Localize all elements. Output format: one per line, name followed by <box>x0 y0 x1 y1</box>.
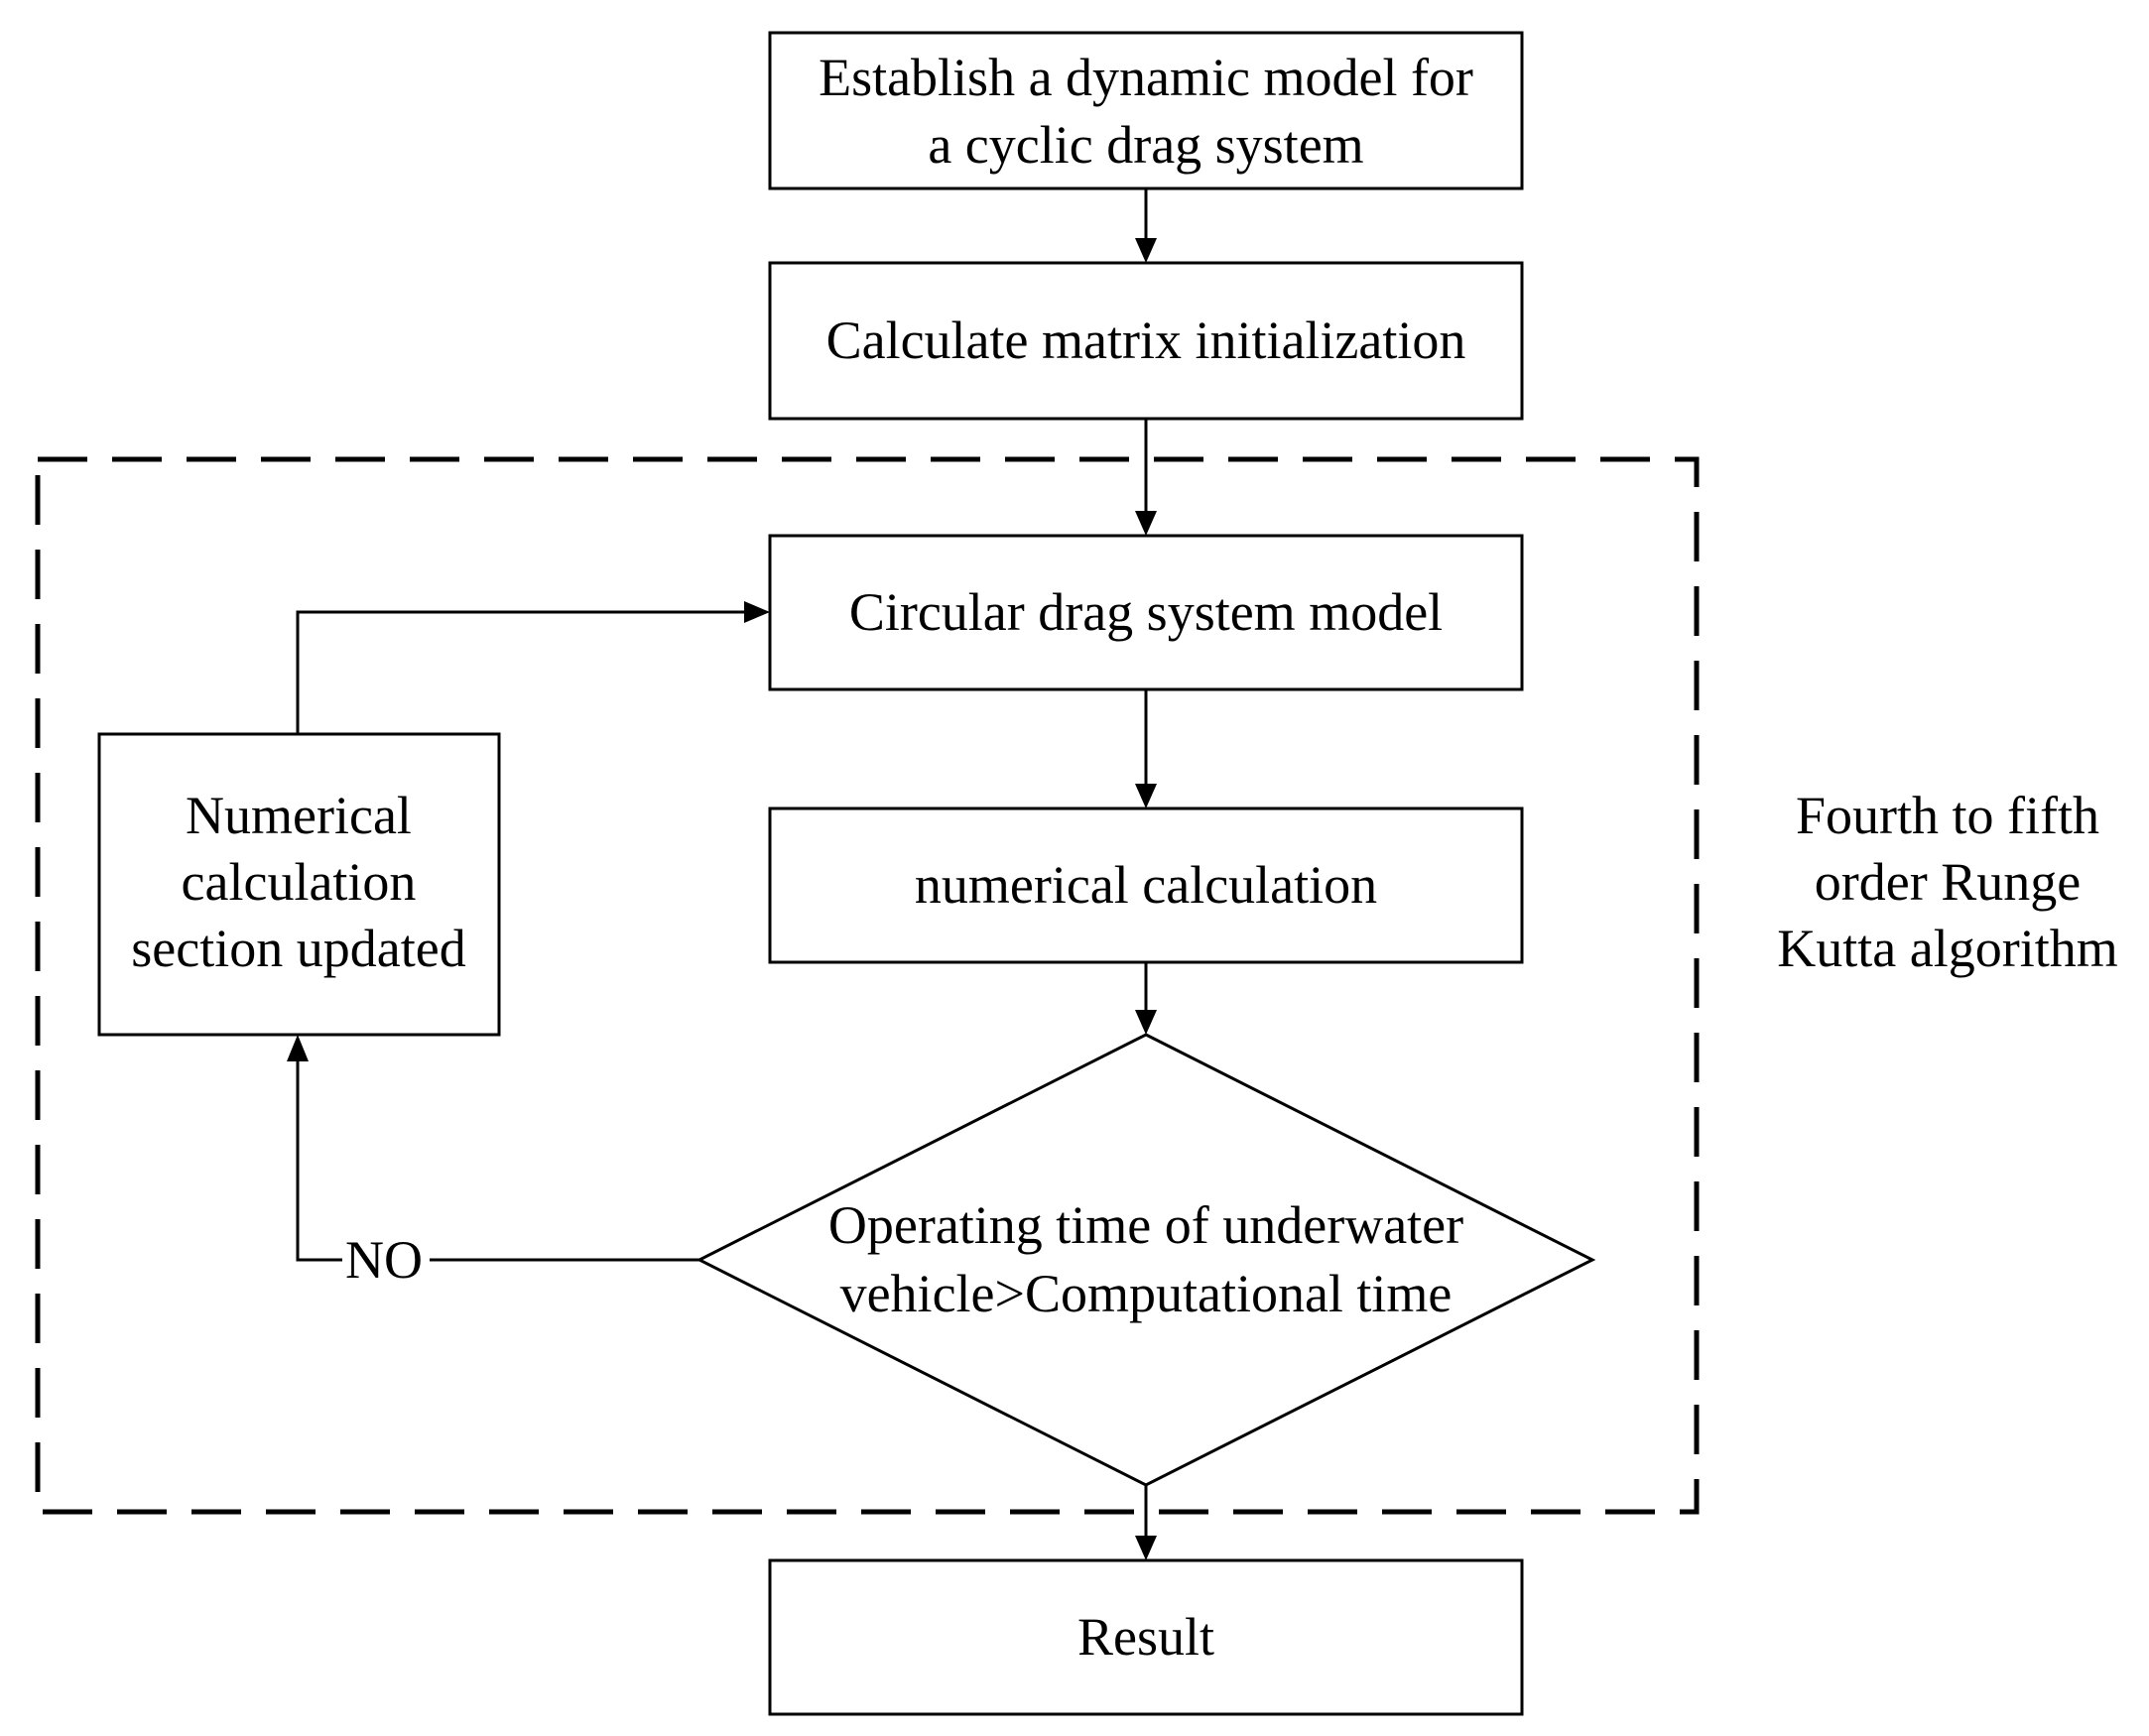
node-decision: Operating time of underwater vehicle>Com… <box>695 1033 1596 1487</box>
node-section-update-line-3: section updated <box>131 919 465 978</box>
edge-no-up-segment <box>296 1061 342 1262</box>
node-init-matrix-label: Calculate matrix initialization <box>826 310 1466 370</box>
node-decision-line-2: vehicle>Computational time <box>840 1264 1453 1323</box>
node-drag-model: Circular drag system model <box>768 534 1524 691</box>
node-section-update-line-2: calculation <box>182 852 417 912</box>
arrowhead-model-loop <box>744 601 770 623</box>
node-drag-model-box <box>768 534 1524 691</box>
node-section-update: Numerical calculation section updated <box>97 732 501 1037</box>
node-section-update-box <box>97 732 501 1037</box>
arrowhead-result <box>1135 1536 1157 1560</box>
connectors <box>287 188 1157 1560</box>
node-result-label: Result <box>1077 1607 1214 1667</box>
node-establish-model-line-2: a cyclic drag system <box>928 115 1363 175</box>
arrowhead-section-update <box>287 1035 309 1061</box>
node-result-box <box>768 1558 1524 1716</box>
node-numerical-calc-label: numerical calculation <box>915 855 1377 915</box>
node-section-update-line-1: Numerical <box>186 786 412 845</box>
group-annotation-line-1: Fourth to fifth <box>1796 786 2099 845</box>
node-establish-model-box <box>768 31 1524 190</box>
runge-kutta-group-boundary <box>35 456 1700 1515</box>
arrowhead-calc <box>1135 784 1157 808</box>
node-decision-line-1: Operating time of underwater <box>828 1195 1463 1255</box>
arrowhead-decision <box>1135 1010 1157 1035</box>
node-establish-model-line-1: Establish a dynamic model for <box>819 48 1473 107</box>
group-annotation: Fourth to fifth order Runge Kutta algori… <box>1777 786 2117 978</box>
node-result: Result <box>768 1558 1524 1716</box>
group-annotation-line-3: Kutta algorithm <box>1777 919 2117 978</box>
edge-label-no: NO <box>345 1230 423 1290</box>
node-decision-diamond <box>695 1033 1596 1487</box>
node-init-matrix: Calculate matrix initialization <box>768 261 1524 421</box>
node-drag-model-label: Circular drag system model <box>849 582 1443 642</box>
node-numerical-calc-box <box>768 806 1524 964</box>
node-establish-model: Establish a dynamic model for a cyclic d… <box>768 31 1524 190</box>
arrowhead-model <box>1135 511 1157 536</box>
node-numerical-calc: numerical calculation <box>768 806 1524 964</box>
group-annotation-line-2: order Runge <box>1815 852 2081 912</box>
node-init-matrix-box <box>768 261 1524 421</box>
edge-update-to-model <box>296 610 744 734</box>
arrowhead-init <box>1135 238 1157 263</box>
